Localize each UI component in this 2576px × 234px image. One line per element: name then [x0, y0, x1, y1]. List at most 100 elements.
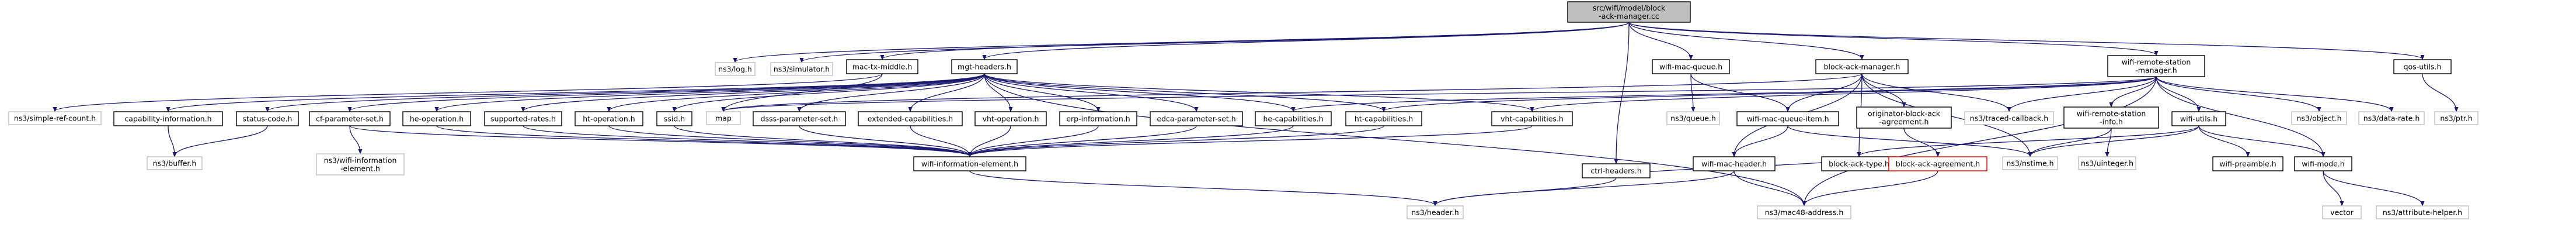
node-label: wifi-information-element.h — [921, 160, 1018, 168]
node-wifi-information-element-ns3[interactable]: ns3/wifi-information-element.h — [316, 153, 405, 176]
node-box — [1888, 156, 1987, 171]
node-originator-block-ack-agreement[interactable]: originator-block-ack-agreement.h — [1856, 106, 1952, 129]
node-box — [1964, 111, 2054, 125]
node-uinteger[interactable]: ns3/uinteger.h — [2078, 156, 2136, 170]
edge-mgt-headers-to-ssid — [674, 73, 985, 111]
edge-wifi-mac-queue-item-to-wifi-mac-header — [1734, 125, 1788, 156]
edge-wifi-remote-station-manager-to-data-rate — [2156, 76, 2391, 111]
node-edca-parameter-set[interactable]: edca-parameter-set.h — [1150, 111, 1243, 126]
node-nstime[interactable]: ns3/nstime.h — [2002, 156, 2058, 170]
node-capability-information[interactable]: capability-information.h — [113, 111, 223, 126]
node-buffer[interactable]: ns3/buffer.h — [147, 156, 203, 170]
edge-wifi-utils-to-wifi-preamble — [2198, 125, 2248, 156]
node-wifi-mode[interactable]: wifi-mode.h — [2294, 156, 2352, 171]
node-status-code[interactable]: status-code.h — [236, 111, 299, 126]
node-root[interactable]: src/wifi/model/block-ack-manager.cc — [1567, 1, 1691, 23]
edge-capability-information-to-buffer — [168, 125, 175, 156]
node-ht-capabilities[interactable]: ht-capabilities.h — [1345, 111, 1422, 126]
node-attribute-helper[interactable]: ns3/attribute-helper.h — [2376, 205, 2469, 219]
edge-mgt-headers-to-status-code — [267, 73, 985, 111]
node-wifi-mac-queue-item[interactable]: wifi-mac-queue-item.h — [1736, 111, 1839, 126]
edge-block-ack-manager-to-traced-callback — [1861, 73, 2009, 111]
node-box — [715, 62, 756, 76]
edge-wifi-remote-station-manager-to-wifi-remote-station-info — [2111, 76, 2157, 106]
node-qos-utils[interactable]: qos-utils.h — [2393, 59, 2452, 74]
node-mac-tx-middle[interactable]: mac-tx-middle.h — [846, 59, 918, 74]
node-queue[interactable]: ns3/queue.h — [1666, 111, 1720, 125]
node-wifi-utils[interactable]: wifi-utils.h — [2171, 111, 2226, 126]
node-box — [1255, 111, 1332, 126]
node-block-ack-type[interactable]: block-ack-type.h — [1821, 156, 1897, 171]
node-label: src/wifi/model/block — [1593, 4, 1666, 12]
node-cf-parameter-set[interactable]: cf-parameter-set.h — [309, 111, 391, 126]
node-box — [2376, 205, 2469, 219]
edge-mgt-headers-to-he-operation — [437, 73, 985, 111]
edge-ht-capabilities-to-wifi-information-element — [970, 125, 1384, 156]
node-vht-capabilities[interactable]: vht-capabilities.h — [1491, 111, 1573, 126]
node-box — [2322, 205, 2362, 219]
node-header[interactable]: ns3/header.h — [1407, 205, 1464, 219]
node-box — [913, 156, 1026, 171]
edge-mgt-headers-to-erp-information — [984, 73, 1098, 111]
node-label: mgt-headers.h — [958, 63, 1011, 71]
nodes-layer: src/wifi/model/block-ack-manager.cc ns3/l… — [8, 1, 2478, 219]
node-wifi-remote-station-info[interactable]: wifi-remote-station-info.h — [2063, 106, 2159, 129]
node-ptr[interactable]: ns3/ptr.h — [2434, 111, 2478, 125]
node-dsss-parameter-set[interactable]: dsss-parameter-set.h — [753, 111, 846, 126]
node-data-rate[interactable]: ns3/data-rate.h — [2358, 111, 2425, 125]
node-box — [402, 111, 471, 126]
node-vector[interactable]: vector — [2322, 205, 2362, 219]
node-simulator[interactable]: ns3/simulator.h — [770, 62, 833, 76]
node-wifi-mac-header[interactable]: wifi-mac-header.h — [1693, 156, 1776, 171]
node-label: wifi-mac-queue.h — [1659, 63, 1722, 71]
node-label: ns3/data-rate.h — [2363, 114, 2420, 123]
edge-root-to-log — [735, 22, 1630, 62]
node-simple-ref-count[interactable]: ns3/simple-ref-count.h — [8, 111, 102, 125]
node-traced-callback[interactable]: ns3/traced-callback.h — [1964, 111, 2054, 125]
node-block-ack-manager[interactable]: block-ack-manager.h — [1815, 59, 1909, 74]
node-label: ns3/header.h — [1411, 208, 1458, 217]
node-box — [753, 111, 846, 126]
node-label: ns3/uinteger.h — [2081, 159, 2133, 168]
edge-mgt-headers-to-vht-capabilities — [984, 73, 1532, 111]
node-label: ns3/queue.h — [1670, 114, 1716, 123]
node-he-operation[interactable]: he-operation.h — [402, 111, 471, 126]
node-box — [1150, 111, 1243, 126]
node-ctrl-headers[interactable]: ctrl-headers.h — [1582, 163, 1651, 178]
node-box — [1491, 111, 1573, 126]
node-vht-operation[interactable]: vht-operation.h — [974, 111, 1047, 126]
node-object[interactable]: ns3/object.h — [2291, 111, 2347, 125]
edge-block-ack-manager-to-originator-block-ack-agreement — [1861, 73, 1904, 106]
node-wifi-remote-station-manager[interactable]: wifi-remote-station-manager.h — [2107, 55, 2205, 77]
edge-wifi-remote-station-manager-to-traced-callback — [2009, 76, 2157, 111]
edge-wifi-mac-queue-to-queue — [1690, 73, 1693, 111]
edge-mgt-headers-to-extended-capabilities — [910, 73, 985, 111]
edge-erp-information-to-wifi-information-element — [970, 125, 1099, 156]
node-label: dsss-parameter-set.h — [761, 115, 838, 123]
node-ssid[interactable]: ssid.h — [656, 111, 692, 126]
node-wifi-information-element[interactable]: wifi-information-element.h — [913, 156, 1026, 171]
node-erp-information[interactable]: erp-information.h — [1059, 111, 1137, 126]
node-block-ack-agreement[interactable]: block-ack-agreement.h — [1888, 156, 1987, 171]
node-ht-operation[interactable]: ht-operation.h — [575, 111, 643, 126]
node-supported-rates[interactable]: supported-rates.h — [484, 111, 562, 126]
edge-root-to-block-ack-manager — [1628, 22, 1862, 59]
node-label: wifi-mode.h — [2302, 160, 2344, 168]
edge-wifi-mac-header-to-mac48-address — [1733, 170, 1804, 205]
node-he-capabilities[interactable]: he-capabilities.h — [1255, 111, 1332, 126]
node-wifi-mac-queue[interactable]: wifi-mac-queue.h — [1652, 59, 1730, 74]
edge-root-to-wifi-mac-queue — [1628, 22, 1691, 59]
node-box — [1815, 59, 1909, 74]
node-label: block-ack-type.h — [1829, 160, 1889, 168]
node-wifi-preamble[interactable]: wifi-preamble.h — [2212, 156, 2283, 171]
node-label: wifi-utils.h — [2180, 115, 2218, 123]
node-extended-capabilities[interactable]: extended-capabilities.h — [858, 111, 963, 126]
node-mgt-headers[interactable]: mgt-headers.h — [951, 59, 1018, 74]
node-box — [2393, 59, 2452, 74]
node-box — [656, 111, 692, 126]
edge-wifi-remote-station-manager-to-vht-capabilities — [1532, 76, 2157, 111]
node-label: originator-block-ack — [1868, 109, 1941, 118]
node-map[interactable]: map — [706, 111, 741, 125]
node-log[interactable]: ns3/log.h — [715, 62, 756, 76]
node-mac48-address[interactable]: ns3/mac48-address.h — [1757, 205, 1851, 219]
